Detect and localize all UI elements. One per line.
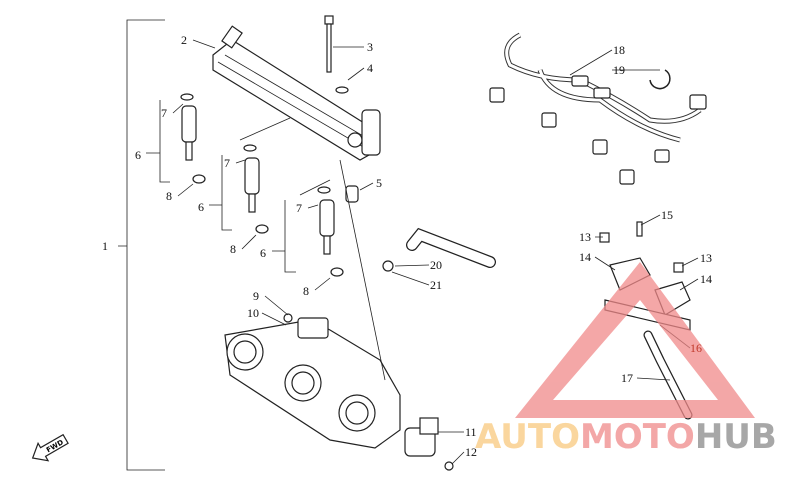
callout-13: 13 [579,230,591,244]
clip-ring [649,69,671,90]
forward-arrow-icon: FWD [31,433,69,462]
callout-7: 7 [161,106,167,120]
callout-19: 19 [613,63,625,77]
callout-3: 3 [367,40,373,54]
screw [444,461,454,471]
callout-21: 21 [430,278,442,292]
callout-12: 12 [465,445,477,459]
callout-8: 8 [303,284,309,298]
injector-2 [243,144,269,234]
callout-7: 7 [296,201,302,215]
callout-20: 20 [430,258,442,272]
callout-10: 10 [247,306,259,320]
throttle-body [224,313,401,449]
bolt [324,15,334,73]
injector-3 [317,186,344,277]
wiring-harness [489,32,707,185]
callout-8: 8 [166,189,172,203]
washer [335,86,349,94]
callout-9: 9 [253,289,259,303]
watermark-auto: AUTOMOTOHUB [475,417,777,457]
callout-5: 5 [376,176,382,190]
callout-6: 6 [198,200,204,214]
callout-14: 14 [579,250,591,264]
automotohub-watermark: AUTOMOTOHUB [475,262,777,457]
callout-1: 1 [102,239,108,253]
callout-14: 14 [700,272,712,286]
callout-4: 4 [367,61,373,75]
fuel-rail [212,25,381,161]
spacer [345,185,359,203]
fwd-label: FWD [45,438,65,454]
clamp [382,260,394,272]
callout-7: 7 [224,156,230,170]
callout-8: 8 [230,242,236,256]
assembly-bracket [118,19,165,471]
sensor [404,417,439,457]
callout-15: 15 [661,208,673,222]
callout-6: 6 [260,246,266,260]
callout-2: 2 [181,33,187,47]
callout-6: 6 [135,148,141,162]
callout-18: 18 [613,43,625,57]
callout-13: 13 [700,251,712,265]
injector-1 [180,93,206,184]
callout-11: 11 [465,425,477,439]
callout-17: 17 [621,371,633,385]
callout-16: 16 [690,341,702,355]
